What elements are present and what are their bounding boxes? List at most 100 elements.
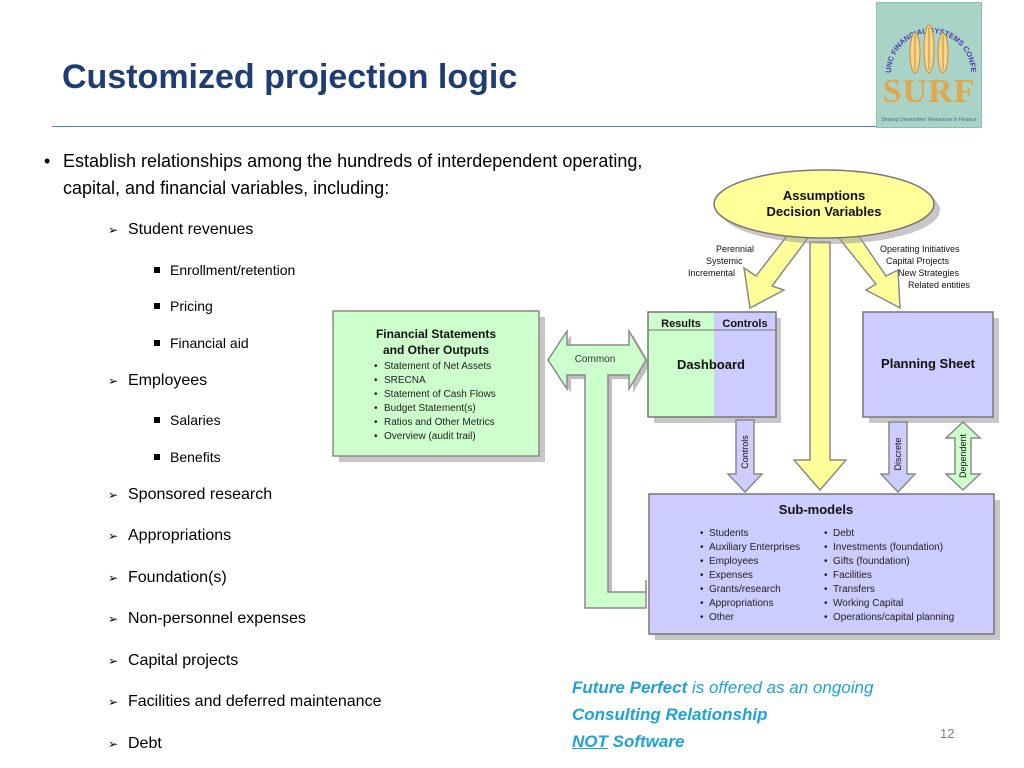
- list-item-enrollment: Enrollment/retention: [154, 262, 295, 278]
- discrete-arrow: Discrete: [879, 421, 917, 494]
- svg-text:•: •: [700, 528, 704, 539]
- submodel-item: Employees: [709, 556, 758, 567]
- future-perfect-note: Future Perfect is offered as an ongoing …: [572, 674, 873, 755]
- submodel-item: Debt: [833, 528, 854, 539]
- list-item-student-revenues: ➢Student revenues: [108, 221, 254, 238]
- list-item-employees: ➢Employees: [108, 372, 208, 389]
- svg-text:•: •: [824, 570, 828, 581]
- svg-text:•: •: [374, 375, 378, 386]
- yellow-arrows: [743, 225, 901, 492]
- submodel-item: Students: [709, 528, 748, 539]
- submodel-item: Operations/capital planning: [833, 612, 954, 623]
- svg-text:•: •: [700, 556, 704, 567]
- financial-item: Statement of Net Assets: [384, 361, 491, 372]
- svg-text:•: •: [824, 528, 828, 539]
- submodel-item: Appropriations: [709, 598, 773, 609]
- submodel-item: Other: [709, 612, 735, 623]
- svg-text:•: •: [374, 361, 378, 372]
- list-item-salaries: Salaries: [154, 412, 221, 428]
- submodel-item: Auxiliary Enterprises: [709, 542, 800, 553]
- svg-text:•: •: [374, 431, 378, 442]
- controls-arrow-label: Controls: [740, 435, 750, 469]
- dependent-arrow-label: Dependent: [958, 433, 968, 478]
- main-bullet-text: Establish relationships among the hundre…: [63, 151, 643, 198]
- list-item-foundations: ➢Foundation(s): [108, 569, 227, 586]
- financial-item: Budget Statement(s): [384, 403, 476, 414]
- right-arrow-label: Related entities: [908, 280, 971, 290]
- logo-word: SURF: [882, 73, 976, 110]
- planning-sheet-label: Planning Sheet: [881, 356, 976, 371]
- left-arrow-label: Systemic: [706, 256, 743, 266]
- list-item-financial-aid: Financial aid: [154, 335, 249, 351]
- results-label: Results: [661, 318, 701, 330]
- right-arrow-label: Operating Initiatives: [880, 244, 960, 254]
- assumptions-ellipse: Assumptions Decision Variables: [713, 169, 940, 244]
- surf-logo: UNC FINANCIAL SYSTEMS CONFERENCE SURF Sh…: [876, 2, 982, 128]
- financial-item: SRECNA: [384, 375, 426, 386]
- svg-text:•: •: [824, 612, 828, 623]
- submodels-box: Sub-models • Students • Auxiliary Enterpri…: [648, 493, 1000, 640]
- future-perfect-name: Future Perfect: [572, 678, 688, 697]
- planning-sheet-box: Planning Sheet: [862, 311, 999, 423]
- financial-item: Overview (audit trail): [384, 431, 476, 442]
- svg-text:•: •: [700, 570, 704, 581]
- financial-title-2: and Other Outputs: [383, 343, 489, 357]
- financial-statements-box: Financial Statements and Other Outputs •…: [332, 310, 545, 462]
- submodel-item: Facilities: [833, 570, 872, 581]
- controls-arrow: Controls: [726, 419, 764, 494]
- svg-text:•: •: [700, 598, 704, 609]
- left-arrow-label: Perennial: [716, 244, 754, 254]
- left-arrow-label: Incremental: [688, 268, 735, 278]
- submodel-item: Expenses: [709, 570, 753, 581]
- dashboard-box: Results Controls Dashboard: [647, 311, 781, 423]
- svg-text:•: •: [700, 584, 704, 595]
- svg-text:•: •: [824, 584, 828, 595]
- list-item-non-personnel: ➢Non-personnel expenses: [108, 610, 306, 627]
- assumptions-line2: Decision Variables: [767, 204, 882, 219]
- list-item-capital-projects: ➢Capital projects: [108, 652, 239, 669]
- svg-text:•: •: [824, 556, 828, 567]
- list-item-facilities: ➢Facilities and deferred maintenance: [108, 693, 382, 710]
- main-bullet: • Establish relationships among the hund…: [44, 148, 644, 202]
- svg-text:•: •: [824, 598, 828, 609]
- dependent-arrow: Dependent: [944, 420, 982, 492]
- submodel-item: Gifts (foundation): [833, 556, 910, 567]
- list-item-debt: ➢Debt: [108, 735, 162, 752]
- svg-text:•: •: [700, 542, 704, 553]
- submodels-title: Sub-models: [779, 502, 853, 517]
- financial-item: Statement of Cash Flows: [384, 389, 496, 400]
- submodel-item: Transfers: [833, 584, 875, 595]
- common-label: Common: [575, 354, 616, 365]
- financial-item: Ratios and Other Metrics: [384, 417, 495, 428]
- logo-tagline: Sharing Universities' Resources in Finan…: [881, 117, 977, 123]
- common-connector: Common: [547, 328, 650, 609]
- title-divider: [52, 126, 982, 127]
- bullet-dot: •: [44, 151, 51, 171]
- list-item-sponsored-research: ➢Sponsored research: [108, 486, 273, 503]
- note-line3-rest: Software: [607, 732, 685, 751]
- assumptions-line1: Assumptions: [783, 188, 865, 203]
- svg-text:•: •: [374, 417, 378, 428]
- controls-label: Controls: [722, 318, 767, 330]
- right-arrow-label: Capital Projects: [886, 256, 950, 266]
- svg-text:•: •: [824, 542, 828, 553]
- financial-title-1: Financial Statements: [376, 327, 496, 341]
- submodel-item: Investments (foundation): [833, 542, 943, 553]
- page-number: 12: [940, 726, 955, 741]
- right-arrow-label: New Strategies: [898, 268, 960, 278]
- svg-text:•: •: [374, 389, 378, 400]
- svg-text:•: •: [374, 403, 378, 414]
- slide-title: Customized projection logic: [62, 58, 518, 96]
- list-item-appropriations: ➢Appropriations: [108, 527, 232, 544]
- list-item-pricing: Pricing: [154, 298, 213, 314]
- note-not: NOT: [572, 732, 608, 751]
- note-line2: Consulting Relationship: [572, 705, 768, 724]
- submodel-item: Working Capital: [833, 598, 903, 609]
- discrete-arrow-label: Discrete: [893, 437, 903, 470]
- list-item-benefits: Benefits: [154, 449, 221, 465]
- dashboard-label: Dashboard: [677, 357, 745, 372]
- submodel-item: Grants/research: [709, 584, 781, 595]
- note-line1-rest: is offered as an ongoing: [687, 678, 874, 697]
- svg-text:•: •: [700, 612, 704, 623]
